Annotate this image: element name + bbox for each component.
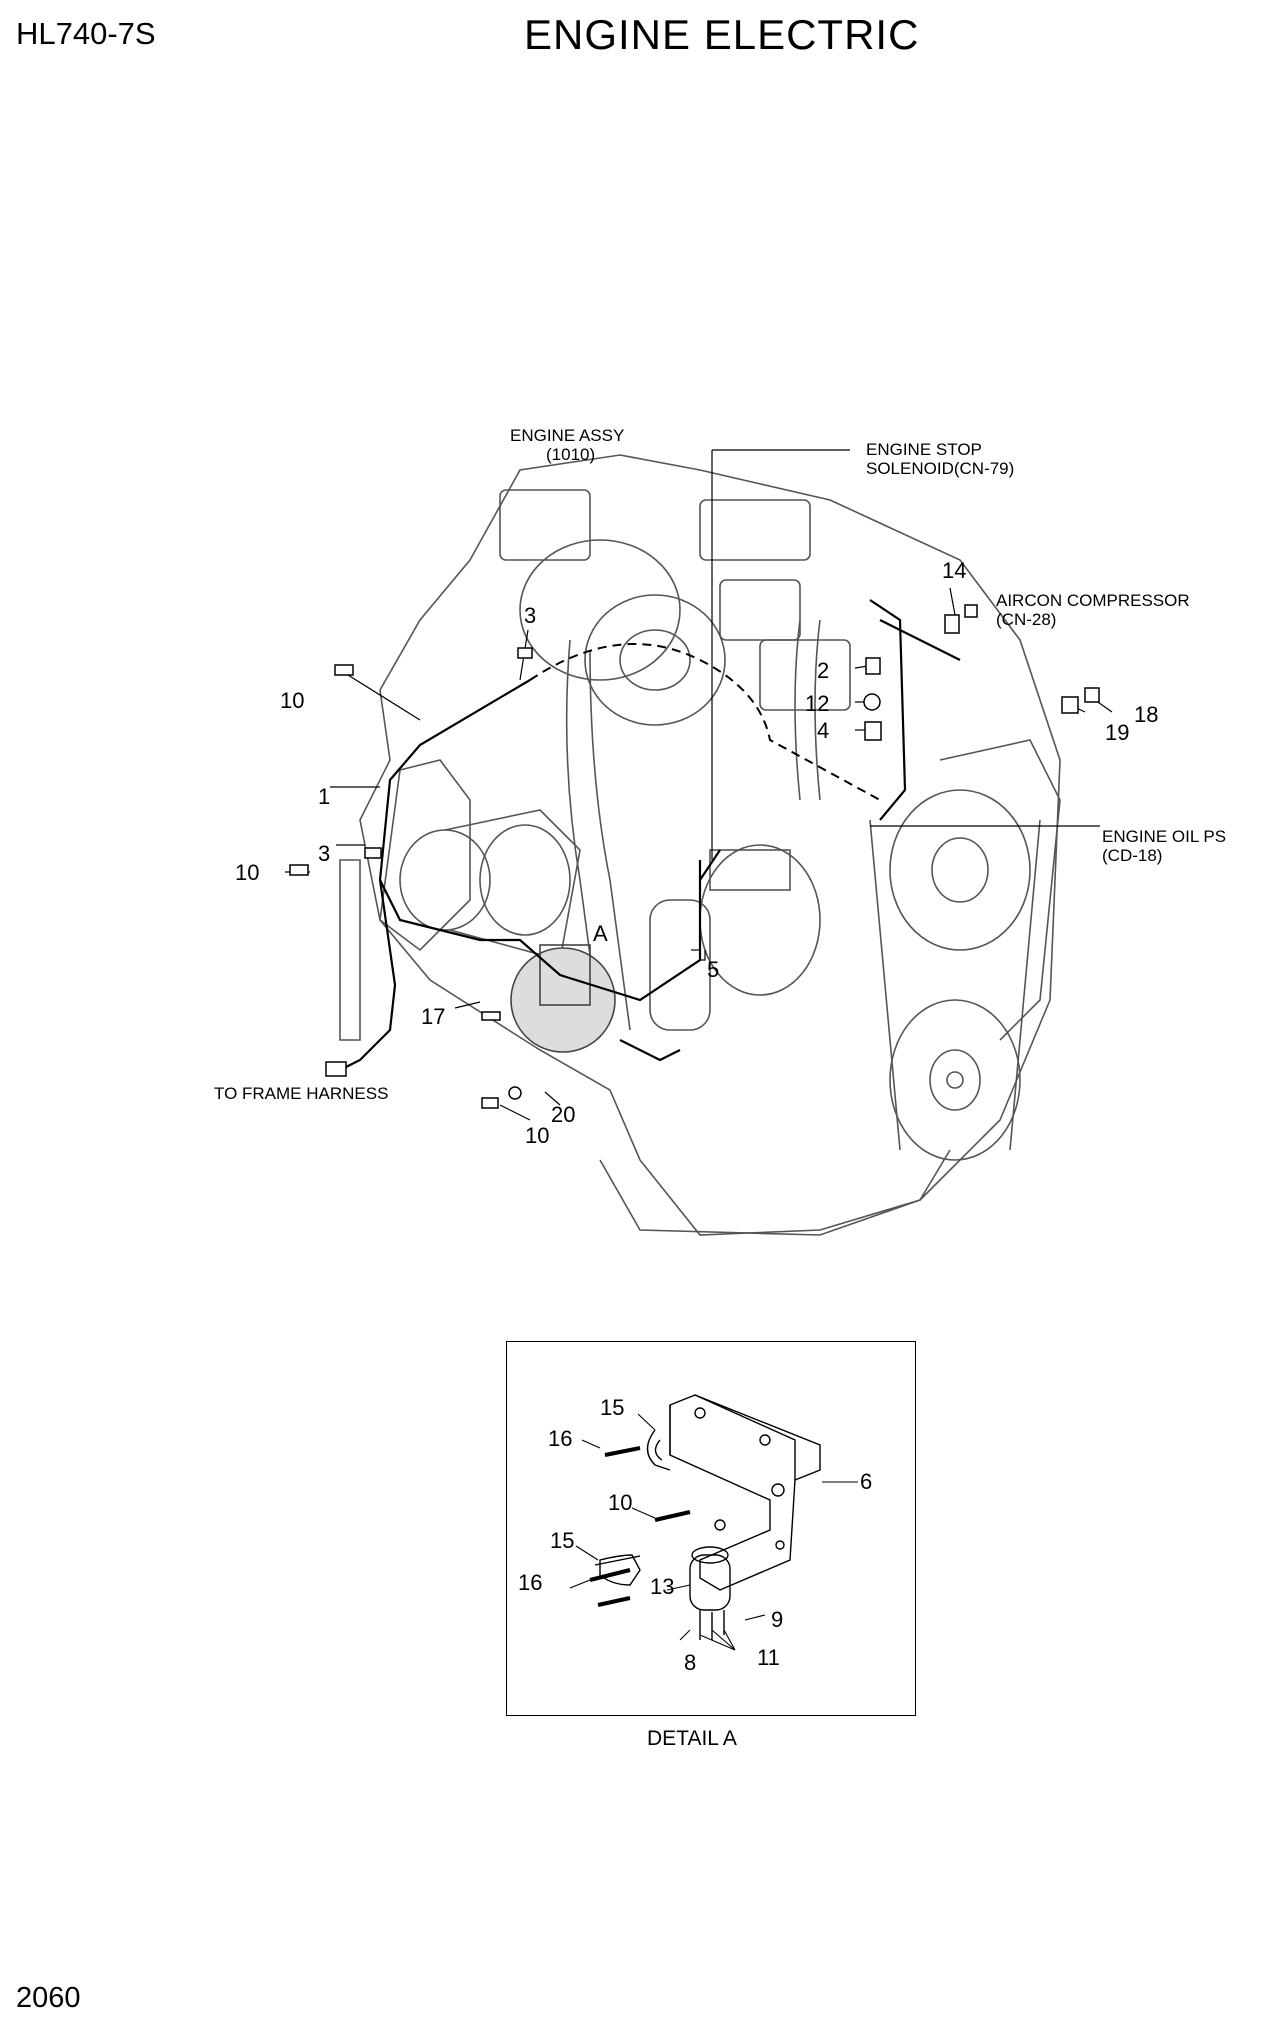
detail-part-16b: 16 [518,1570,543,1595]
detail-part-13: 13 [650,1574,675,1599]
detail-part-9: 9 [771,1607,784,1632]
frame-harness-label: TO FRAME HARNESS [214,1084,389,1103]
part-number-1: 1 [318,784,331,809]
detail-a-caption: DETAIL A [647,1727,737,1750]
page-number: 2060 [16,1982,81,2014]
detail-a-leaders [569,1413,858,1651]
detail-a-marker: A [593,921,608,946]
part-number-4: 4 [817,718,830,743]
model-number: HL740-7S [16,16,156,51]
detail-a-frame [506,1341,916,1716]
part-number-5: 5 [707,957,720,982]
detail-part-15a: 15 [600,1395,625,1420]
part-number-10b: 10 [235,860,260,885]
wiring-harness [339,599,961,1071]
oil-ps-code: (CD-18) [1102,846,1163,865]
detail-part-10: 10 [608,1490,633,1515]
oil-ps-label: ENGINE OIL PS [1102,827,1227,846]
aircon-label: AIRCON COMPRESSOR [996,591,1190,610]
part-number-17: 17 [421,1004,446,1029]
part-number-10a: 10 [280,688,305,713]
harness-hidden-run [529,643,881,801]
engine-assy-code: (1010) [546,445,596,464]
part-number-20: 20 [551,1102,576,1127]
part-number-10c: 10 [525,1123,550,1148]
part-glyphs [289,604,1100,1109]
detail-part-6: 6 [860,1469,873,1494]
aircon-code: (CN-28) [996,610,1057,629]
detail-a-drawing [589,1394,821,1640]
part-number-19: 19 [1105,720,1130,745]
detail-part-8: 8 [684,1650,697,1675]
detail-part-11: 11 [757,1645,780,1670]
part-number-18: 18 [1134,702,1159,727]
detail-part-15b: 15 [550,1528,575,1553]
part-number-3b: 3 [318,841,331,866]
part-number-2: 2 [817,658,830,683]
part-number-12: 12 [805,691,830,716]
engine-outline [339,454,1061,1236]
engine-stop-label: ENGINE STOP [866,440,982,459]
page-title: ENGINE ELECTRIC [524,11,920,58]
detail-part-16a: 16 [548,1426,573,1451]
leader-lines [285,449,1113,1121]
part-number-3a: 3 [524,603,537,628]
part-number-14: 14 [942,558,967,583]
engine-assy-label: ENGINE ASSY [510,426,625,445]
engine-stop-code: SOLENOID(CN-79) [866,459,1015,478]
